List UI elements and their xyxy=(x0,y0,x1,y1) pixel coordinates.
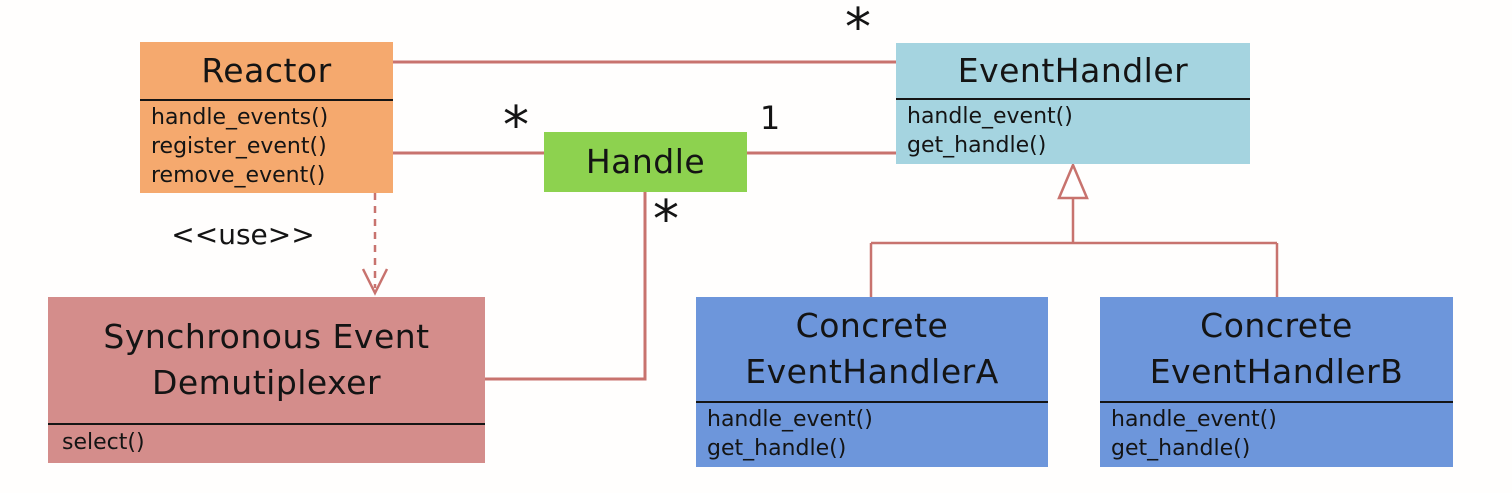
class-box-eventhandler: EventHandler handle_event() get_handle() xyxy=(896,43,1250,164)
class-name-reactor: Reactor xyxy=(140,42,393,99)
class-name-line: Synchronous Event xyxy=(103,317,430,356)
class-box-concrete-eventhandler-b: Concrete EventHandlerB handle_event() ge… xyxy=(1100,297,1453,467)
method-label: handle_event() xyxy=(707,407,873,432)
method-label: handle_event() xyxy=(1111,407,1277,432)
class-name-concrete-eventhandler-a: Concrete EventHandlerA xyxy=(696,297,1048,401)
class-name-line: Demutiplexer xyxy=(151,363,382,402)
class-methods-synchronous-event-demultiplexer: select() xyxy=(48,423,485,457)
use-stereotype-label: <<use>> xyxy=(171,218,315,251)
method-label: remove_event() xyxy=(151,163,326,188)
multiplicity-handle-demultiplexer: * xyxy=(653,190,679,250)
inheritance-triangle-icon xyxy=(1057,161,1089,200)
class-methods-reactor: handle_events() register_event() remove_… xyxy=(140,99,393,190)
class-name-line: EventHandlerB xyxy=(1149,352,1404,391)
class-name-line: Concrete xyxy=(1200,306,1353,345)
method-label: select() xyxy=(62,430,145,455)
class-box-concrete-eventhandler-a: Concrete EventHandlerA handle_event() ge… xyxy=(696,297,1048,467)
class-name-concrete-eventhandler-b: Concrete EventHandlerB xyxy=(1100,297,1453,401)
class-name-handle: Handle xyxy=(544,132,747,192)
class-name-synchronous-event-demultiplexer: Synchronous Event Demutiplexer xyxy=(48,297,485,423)
method-label: get_handle() xyxy=(907,133,1047,158)
class-methods-eventhandler: handle_event() get_handle() xyxy=(896,98,1250,160)
association-handle-demultiplexer xyxy=(485,192,647,381)
class-name-line: Handle xyxy=(585,142,706,181)
class-name-line: EventHandlerA xyxy=(745,352,999,391)
class-methods-concrete-eventhandler-a: handle_event() get_handle() xyxy=(696,401,1048,463)
class-box-reactor: Reactor handle_events() register_event()… xyxy=(140,42,393,193)
class-box-handle: Handle xyxy=(544,132,747,192)
class-name-line: EventHandler xyxy=(957,50,1189,90)
method-label: get_handle() xyxy=(1111,436,1251,461)
method-label: register_event() xyxy=(151,134,327,159)
method-label: get_handle() xyxy=(707,436,847,461)
multiplicity-handle-eventhandler: 1 xyxy=(759,99,781,137)
class-methods-concrete-eventhandler-b: handle_event() get_handle() xyxy=(1100,401,1453,463)
multiplicity-handle-left: * xyxy=(503,96,529,156)
class-name-line: Reactor xyxy=(201,50,332,90)
multiplicity-eventhandler-end: * xyxy=(845,0,871,58)
inheritance-connector-lines xyxy=(869,198,1279,297)
method-label: handle_event() xyxy=(907,104,1073,129)
class-box-synchronous-event-demultiplexer: Synchronous Event Demutiplexer select() xyxy=(48,297,485,463)
use-dependency-arrowhead-icon xyxy=(361,268,389,296)
class-name-line: Concrete xyxy=(795,306,949,345)
class-name-eventhandler: EventHandler xyxy=(896,43,1250,98)
method-label: handle_events() xyxy=(151,105,329,130)
